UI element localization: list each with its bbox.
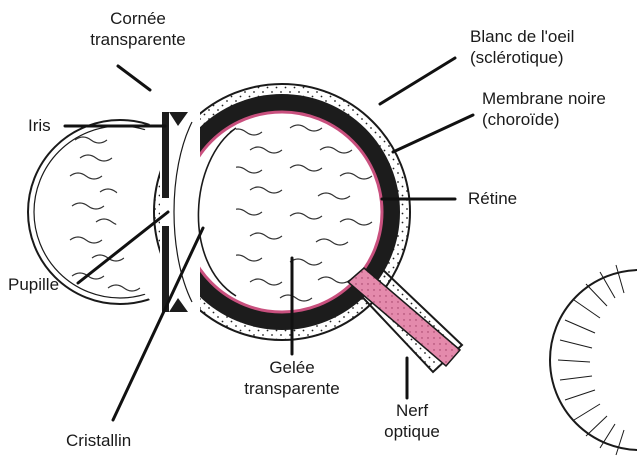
label-gelee-line1: Gelée bbox=[222, 357, 362, 378]
label-nerf: Nerf optique bbox=[372, 400, 452, 442]
label-blanc: Blanc de l'oeil (sclérotique) bbox=[470, 26, 574, 68]
label-nerf-line1: Nerf bbox=[372, 400, 452, 421]
label-membrane-line2: (choroïde) bbox=[482, 109, 606, 130]
leader-cornee bbox=[118, 66, 150, 90]
label-gelee-line2: transparente bbox=[222, 378, 362, 399]
optic-nerve bbox=[348, 268, 460, 366]
label-pupille: Pupille bbox=[8, 274, 59, 295]
label-blanc-line1: Blanc de l'oeil bbox=[470, 26, 574, 47]
label-cristallin: Cristallin bbox=[66, 430, 131, 451]
label-cornee: Cornée transparente bbox=[78, 8, 198, 50]
label-retine: Rétine bbox=[468, 188, 517, 209]
label-cornee-line1: Cornée bbox=[78, 8, 198, 29]
leader-membrane bbox=[393, 115, 473, 152]
label-blanc-line2: (sclérotique) bbox=[470, 47, 574, 68]
label-nerf-line2: optique bbox=[372, 421, 452, 442]
label-cornee-line2: transparente bbox=[78, 29, 198, 50]
label-gelee: Gelée transparente bbox=[222, 357, 362, 399]
label-membrane: Membrane noire (choroïde) bbox=[482, 88, 606, 130]
leader-blanc bbox=[380, 58, 455, 104]
iris-front-view bbox=[550, 265, 637, 455]
label-iris: Iris bbox=[28, 115, 51, 136]
label-membrane-line1: Membrane noire bbox=[482, 88, 606, 109]
